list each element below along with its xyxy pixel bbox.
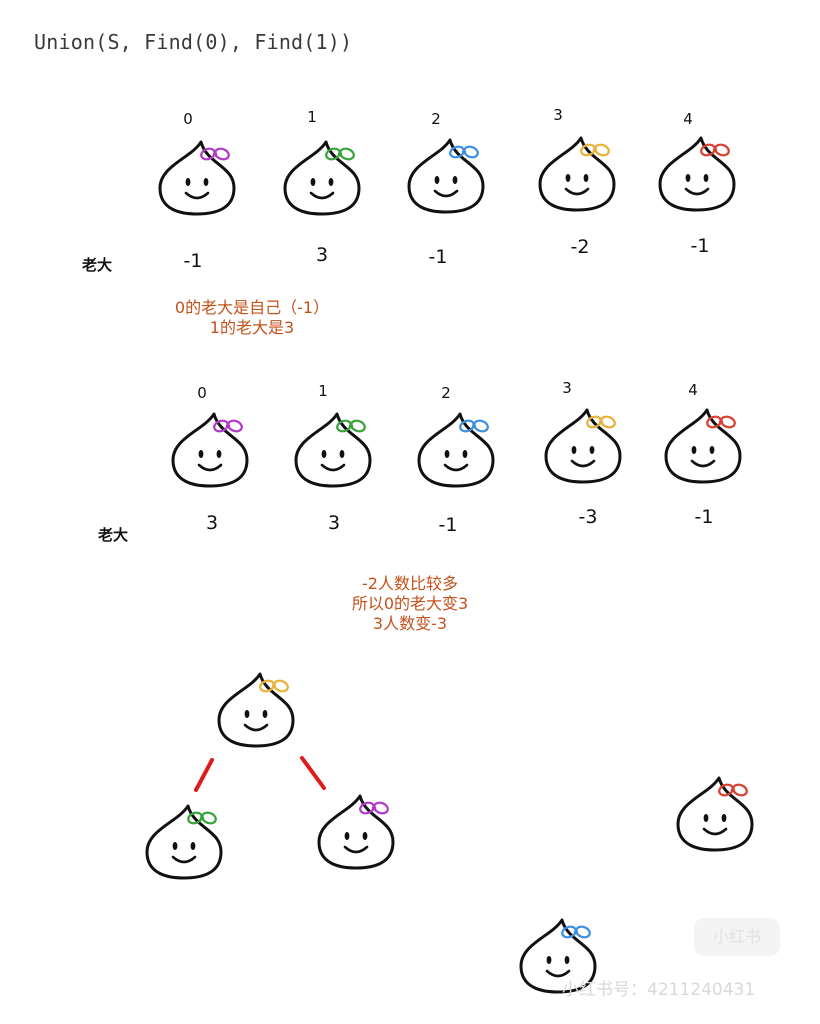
- parent-value: -1: [428, 246, 448, 268]
- parent-value: -1: [183, 250, 203, 272]
- node-index-label: 4: [688, 381, 698, 399]
- watermark-text: 小红书号：4211240431: [562, 980, 756, 1000]
- boss-row-label: 老大: [82, 256, 113, 274]
- note-line: 所以0的老大变3: [351, 594, 469, 613]
- node-index-label: 2: [441, 384, 451, 402]
- tree-edges-layer: [194, 756, 326, 792]
- node-index-label: 4: [683, 110, 693, 128]
- bow-icon: [449, 145, 479, 159]
- bow-icon: [359, 801, 389, 815]
- bow-icon: [561, 925, 591, 939]
- parent-value: -1: [690, 235, 710, 257]
- parent-value: -1: [694, 506, 714, 528]
- explanation-note: 0的老大是自己（-1） 1的老大是3: [175, 298, 329, 338]
- onion-face-icon: [407, 138, 485, 214]
- onion-face-icon: [544, 408, 622, 484]
- tree-edge: [300, 756, 326, 790]
- parent-value: -3: [578, 506, 598, 528]
- onion-face-icon: [317, 794, 395, 870]
- bow-icon: [586, 415, 616, 429]
- onion-face-icon: [519, 918, 597, 994]
- note-line: -2人数比较多: [362, 574, 458, 593]
- onion-face-icon: [145, 804, 223, 880]
- note-line: 1的老大是3: [209, 318, 295, 337]
- bow-icon: [187, 811, 217, 825]
- node-index-label: 3: [553, 106, 563, 124]
- onion-face-icon: [676, 776, 754, 852]
- tree-edge: [194, 758, 214, 792]
- parent-value: 3: [205, 512, 219, 534]
- boss-row-label: 老大: [98, 526, 129, 544]
- bow-icon: [580, 143, 610, 157]
- onion-face-icon: [158, 140, 236, 216]
- faces-layer: [145, 136, 754, 994]
- node-index-label: 0: [183, 110, 193, 128]
- node-index-label: 1: [307, 108, 317, 126]
- onion-face-icon: [417, 412, 495, 488]
- page-title: Union(S, Find(0), Find(1)): [34, 30, 353, 54]
- onion-face-icon: [217, 672, 295, 748]
- onion-face-icon: [664, 408, 742, 484]
- explanation-note: -2人数比较多 所以0的老大变3 3人数变-3: [352, 574, 468, 634]
- bow-icon: [325, 147, 355, 161]
- node-index-label: 3: [562, 379, 572, 397]
- bow-icon: [259, 679, 289, 693]
- watermark-logo: 小红书: [694, 918, 780, 956]
- parent-value: 3: [327, 512, 341, 534]
- parent-value: 3: [315, 244, 329, 266]
- bow-icon: [718, 783, 748, 797]
- onion-face-icon: [658, 136, 736, 212]
- bow-icon: [706, 415, 736, 429]
- onion-face-icon: [283, 140, 361, 216]
- node-index-label: 0: [197, 384, 207, 402]
- parent-value: -2: [570, 236, 590, 258]
- onion-face-icon: [538, 136, 616, 212]
- bow-icon: [200, 147, 230, 161]
- onion-face-icon: [171, 412, 249, 488]
- node-index-label: 2: [431, 110, 441, 128]
- note-line: 3人数变-3: [372, 614, 448, 633]
- onion-face-icon: [294, 412, 372, 488]
- bow-icon: [459, 419, 489, 433]
- bow-icon: [213, 419, 243, 433]
- note-line: 0的老大是自己（-1）: [174, 298, 330, 317]
- bow-icon: [700, 143, 730, 157]
- parent-value: -1: [438, 514, 458, 536]
- bow-icon: [336, 419, 366, 433]
- node-index-label: 1: [318, 382, 328, 400]
